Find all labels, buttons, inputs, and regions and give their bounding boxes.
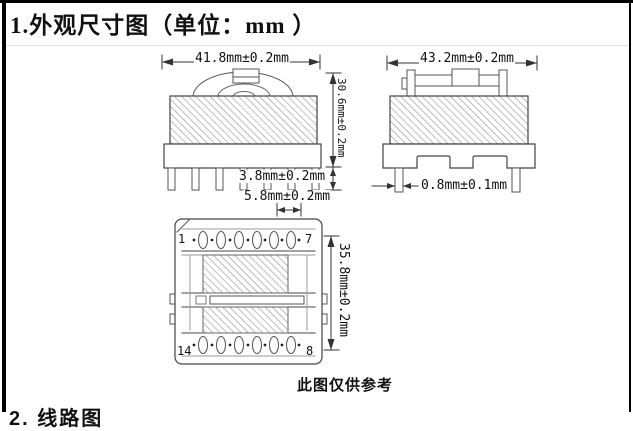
section2-title-partial: 2. 线路图 xyxy=(9,408,104,430)
front-pin-pitch-dim-label: 5.8mm±0.2mm xyxy=(243,189,332,204)
side-view xyxy=(371,55,538,193)
page-border-top xyxy=(0,0,633,3)
pin-number-14: 14 xyxy=(177,344,192,358)
pin-number-1: 1 xyxy=(178,232,186,246)
front-pin-length-dim-label: 3.8mm±0.2mm xyxy=(238,169,327,184)
side-width-dim-label: 43.2mm±0.2mm xyxy=(419,51,515,66)
front-width-dim-label: 41.8mm±0.2mm xyxy=(194,51,290,66)
pin-number-8: 8 xyxy=(306,344,314,358)
bottom-height-dim-label: 35.8mm±0.2mm xyxy=(336,243,351,337)
bottom-view xyxy=(169,218,340,365)
title-divider xyxy=(6,45,629,46)
reference-caption: 此图仅供参考 xyxy=(297,377,394,394)
page-border-left xyxy=(2,0,6,412)
dimension-drawing xyxy=(161,54,538,365)
side-pin-diameter-dim-label: 0.8mm±0.1mm xyxy=(420,178,509,193)
front-height-dim-label: 30.6mm±0.2mm xyxy=(335,78,348,158)
section1-title: 1.外观尺寸图（单位：mm ） xyxy=(10,13,317,38)
page-border-right xyxy=(629,0,631,412)
pin-number-7: 7 xyxy=(305,232,313,246)
